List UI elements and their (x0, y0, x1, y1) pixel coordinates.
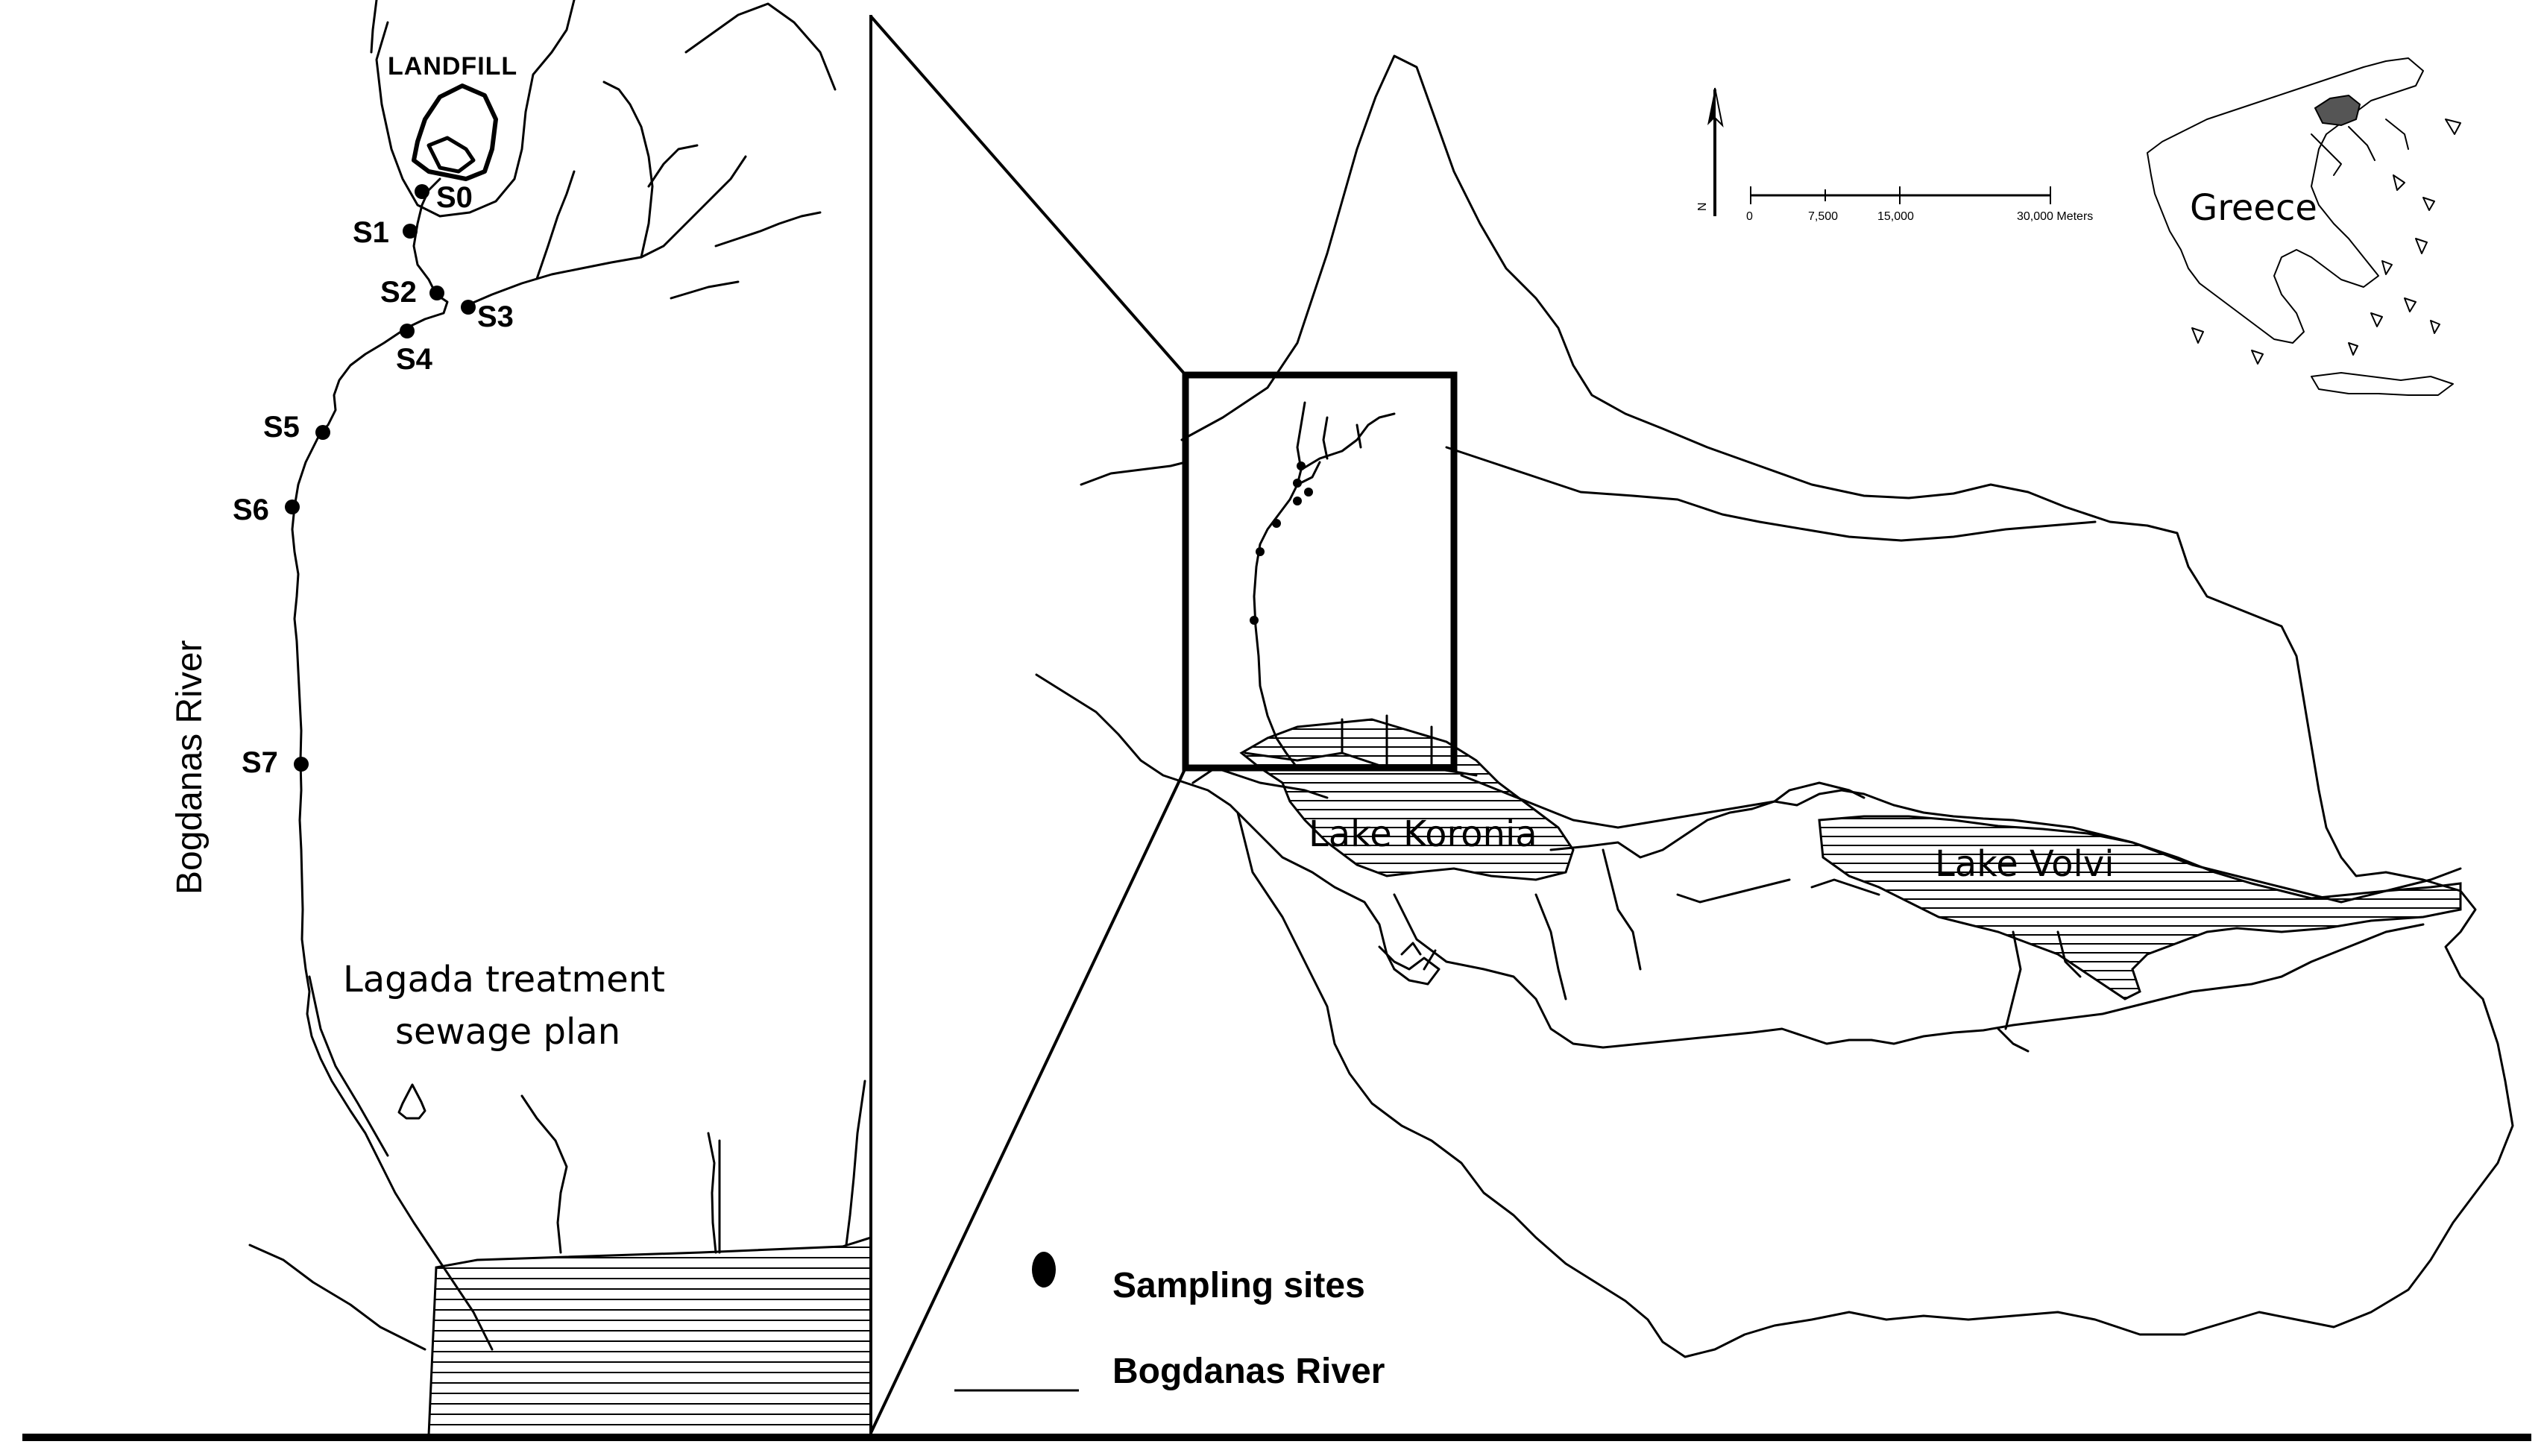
site-label-s0: S0 (436, 181, 473, 214)
site-dot-s1 (403, 224, 418, 239)
zoom-line-top (869, 15, 1187, 376)
zoom-line-bottom (869, 767, 1187, 1434)
scale-bar: 0 7,500 15,000 30,000 Meters (1746, 186, 2093, 223)
mini-site-3 (1304, 488, 1313, 497)
inset-coast-west (248, 1244, 426, 1351)
inset-canal (308, 975, 389, 1157)
inset-tributary-e (670, 280, 740, 300)
mini-river (1253, 401, 1306, 769)
site-dot-s0 (415, 184, 429, 199)
scale-tick-1: 7,500 (1808, 210, 1838, 223)
legend-sampling-sites-label: Sampling sites (1112, 1266, 1365, 1305)
mini-site-1 (1297, 461, 1306, 470)
west-stream-1 (1080, 461, 1187, 486)
mini-site-5 (1272, 519, 1281, 528)
inset-stream-2 (707, 1132, 721, 1254)
inset-tributary-d (535, 170, 576, 280)
lake-koronia-label: Lake Koronia (1309, 813, 1537, 855)
site-dot-s6 (285, 499, 300, 514)
legend-site-symbol (1032, 1252, 1056, 1288)
inset-lake-hatch (427, 1236, 871, 1435)
site-dot-s2 (429, 286, 444, 300)
legend: Sampling sites Bogdanas River (954, 1252, 1385, 1392)
greece-peninsulas (2311, 119, 2409, 176)
landfill-label: LANDFILL (388, 52, 517, 81)
valley-link-1 (1602, 848, 1642, 971)
volvi-fringe (1773, 781, 2082, 1053)
scale-tick-0: 0 (1746, 210, 1753, 223)
site-dot-s3 (461, 300, 476, 315)
west-stream-2 (1035, 673, 1396, 971)
greece-crete (2311, 372, 2454, 396)
greece-locator-map: Greece (2147, 57, 2461, 396)
greece-mainland (2147, 57, 2424, 344)
site-label-s5: S5 (263, 411, 300, 444)
inset-stream-3 (845, 1080, 866, 1247)
site-label-s2: S2 (380, 276, 417, 309)
valley-link-2 (1676, 878, 1791, 904)
main-map-panel (1035, 54, 2514, 1358)
site-label-s1: S1 (353, 216, 389, 249)
koronia-inlets (1244, 714, 1478, 777)
legend-river-label: Bogdanas River (1112, 1352, 1385, 1391)
scale-tick-3: 30,000 Meters (2017, 210, 2093, 223)
greece-label: Greece (2190, 187, 2317, 229)
subbasin-boundary-1 (1445, 446, 2097, 542)
mini-site-7 (1250, 616, 1259, 625)
site-label-s4: S4 (396, 343, 433, 376)
inset-catchment-boundary (375, 0, 576, 218)
inset-map-panel (248, 0, 871, 1435)
mini-tributaries (1296, 412, 1396, 486)
koronia-delta (1378, 942, 1441, 986)
inset-ridge-west (370, 0, 378, 54)
mini-site-2 (1293, 479, 1302, 488)
treatment-plant-marker (397, 1083, 426, 1120)
greece-islands (2191, 119, 2461, 365)
mini-site-6 (1256, 547, 1265, 556)
valley-link-3 (1534, 893, 1567, 1000)
zoom-rectangle (1182, 371, 1458, 772)
site-label-s6: S6 (233, 494, 269, 526)
inset-sampling-sites (285, 184, 476, 772)
bogdanas-river-inset (291, 177, 494, 1351)
mini-site-4 (1293, 497, 1302, 505)
landfill-outline (412, 83, 498, 181)
lake-volvi (1818, 815, 2462, 1000)
catchment-outline (1180, 54, 2514, 1358)
inset-tributary-b (602, 81, 654, 259)
landfill-inner (426, 136, 476, 174)
site-label-s3: S3 (477, 300, 514, 333)
valley-link-4 (1810, 878, 1880, 896)
valley-boundary-north (1549, 789, 2462, 904)
greece-highlight-region (2314, 94, 2361, 127)
site-dot-s4 (400, 324, 415, 338)
north-arrow: N (1696, 87, 1724, 216)
inset-tributary-east (465, 155, 747, 307)
river-label-vertical: Bogdanas River (170, 640, 210, 895)
plant-label-line1: Lagada treatment (343, 959, 665, 1000)
inset-tributary-f (714, 211, 822, 248)
site-label-s7: S7 (242, 746, 278, 779)
plant-label-line2: sewage plan (395, 1011, 620, 1053)
inset-stream-1 (520, 1094, 568, 1254)
inset-tributary-c (647, 144, 699, 188)
valley-boundary-south (1393, 893, 2425, 1049)
scale-tick-2: 15,000 (1877, 210, 1914, 223)
north-label: N (1696, 202, 1709, 211)
lake-koronia (1239, 718, 1575, 881)
inset-ridge-upper (684, 2, 837, 91)
site-dot-s5 (315, 425, 330, 440)
lake-volvi-label: Lake Volvi (1935, 843, 2115, 885)
site-dot-s7 (294, 757, 309, 772)
